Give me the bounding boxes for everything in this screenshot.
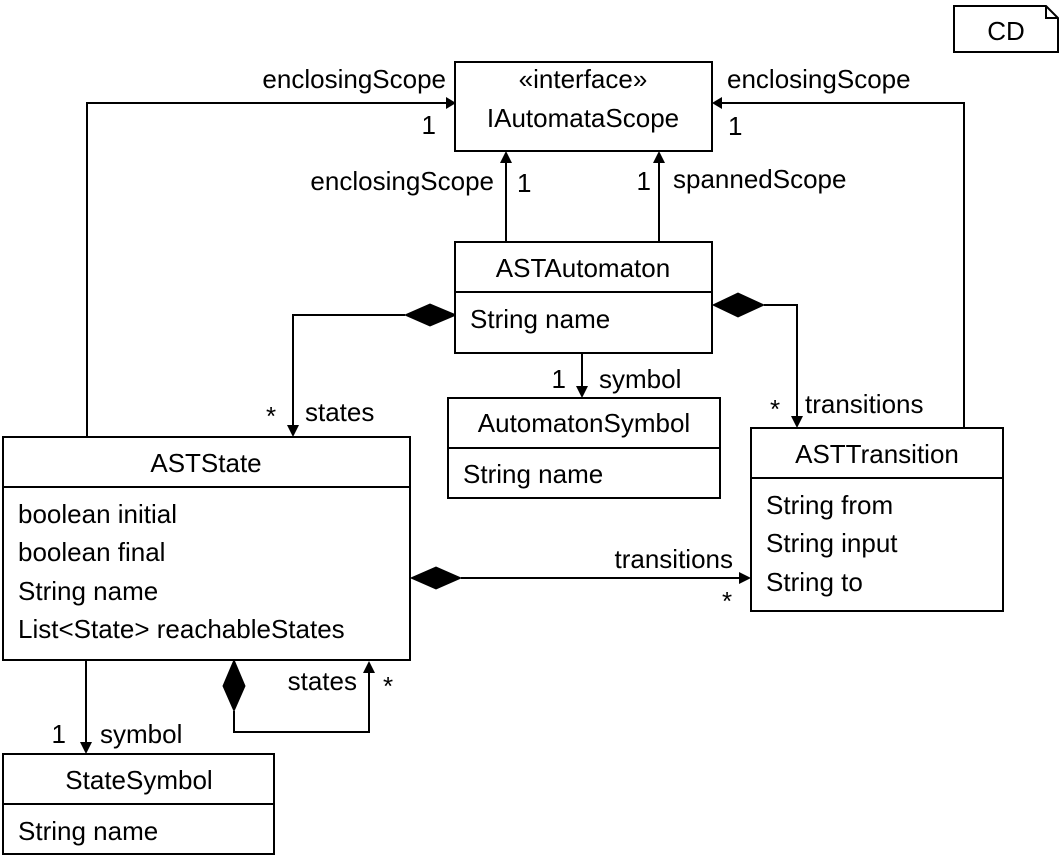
class-attribute: List<State> reachableStates xyxy=(18,614,345,644)
state-enclosing-scope-arrowhead xyxy=(446,97,456,109)
state-transitions-diamond xyxy=(409,566,463,590)
class-attribute: String name xyxy=(18,576,158,606)
automaton-enclosing-scope-arrowhead xyxy=(500,151,512,163)
class-attribute: String to xyxy=(766,567,863,597)
state-transitions-role: transitions xyxy=(615,544,734,574)
state-enclosing-scope-multiplicity: 1 xyxy=(422,110,436,140)
automaton-enclosing-scope-role: enclosingScope xyxy=(310,166,494,196)
automaton-states-multiplicity: * xyxy=(266,401,276,431)
automaton-states-line xyxy=(292,314,405,428)
class-name: ASTAutomaton xyxy=(496,253,670,283)
class-attribute: String input xyxy=(766,528,898,558)
class-attribute: boolean final xyxy=(18,537,165,567)
class-attribute: boolean initial xyxy=(18,499,177,529)
state-enclosing-scope-role: enclosingScope xyxy=(262,64,446,94)
automaton-transitions-line xyxy=(764,304,798,419)
class-ast-automaton: ASTAutomaton String name xyxy=(454,241,713,354)
transition-enclosing-scope-multiplicity: 1 xyxy=(728,111,742,141)
class-attribute: String from xyxy=(766,490,893,520)
automaton-symbol-multiplicity: 1 xyxy=(552,364,566,394)
transition-enclosing-scope-role: enclosingScope xyxy=(727,64,911,94)
automaton-symbol-arrowhead xyxy=(576,386,588,398)
automaton-transitions-arrowhead xyxy=(791,416,803,428)
automaton-states-diamond xyxy=(403,303,458,327)
class-name: ASTTransition xyxy=(795,439,959,469)
class-state-symbol: StateSymbol String name xyxy=(2,753,275,855)
class-name: StateSymbol xyxy=(65,765,212,795)
state-states-diamond xyxy=(222,658,246,713)
class-stereotype: «interface» xyxy=(519,64,648,94)
automaton-enclosing-scope-multiplicity: 1 xyxy=(517,168,531,198)
class-name: IAutomataScope xyxy=(487,103,679,133)
state-symbol-role: symbol xyxy=(100,719,182,749)
class-iautomata-scope: «interface» IAutomataScope xyxy=(454,61,713,152)
transition-enclosing-scope-line xyxy=(720,102,965,428)
automaton-states-role: states xyxy=(305,397,374,427)
class-ast-transition: ASTTransition String from String input S… xyxy=(750,427,1004,612)
diagram-kind-tag: CD xyxy=(953,5,1059,53)
class-attribute: String name xyxy=(470,304,610,334)
state-enclosing-scope-line xyxy=(86,102,448,437)
automaton-states-arrowhead xyxy=(287,425,299,437)
automaton-transitions-multiplicity: * xyxy=(770,394,780,424)
transition-enclosing-scope-arrowhead xyxy=(712,97,722,109)
automaton-transitions-role: transitions xyxy=(805,389,924,419)
state-symbol-arrowhead xyxy=(80,742,92,754)
class-attribute: String name xyxy=(18,816,158,846)
automaton-spanned-scope-multiplicity: 1 xyxy=(637,166,651,196)
automaton-transitions-diamond xyxy=(711,292,766,318)
state-transitions-multiplicity: * xyxy=(722,586,732,616)
diagram-kind-label: CD xyxy=(987,16,1025,46)
state-states-arrowhead xyxy=(363,661,375,673)
state-states-line xyxy=(233,670,370,733)
state-states-multiplicity: * xyxy=(383,671,393,701)
class-name: ASTState xyxy=(150,448,261,478)
state-states-role: states xyxy=(288,666,357,696)
automaton-spanned-scope-arrowhead xyxy=(653,151,665,163)
state-transitions-arrowhead xyxy=(739,572,751,584)
class-attribute: String name xyxy=(463,459,603,489)
automaton-spanned-scope-role: spannedScope xyxy=(673,164,846,194)
class-name: AutomatonSymbol xyxy=(478,408,690,438)
class-automaton-symbol: AutomatonSymbol String name xyxy=(447,397,721,499)
class-ast-state: ASTState boolean initial boolean final S… xyxy=(2,436,411,661)
state-symbol-multiplicity: 1 xyxy=(52,719,66,749)
automaton-symbol-role: symbol xyxy=(599,364,681,394)
